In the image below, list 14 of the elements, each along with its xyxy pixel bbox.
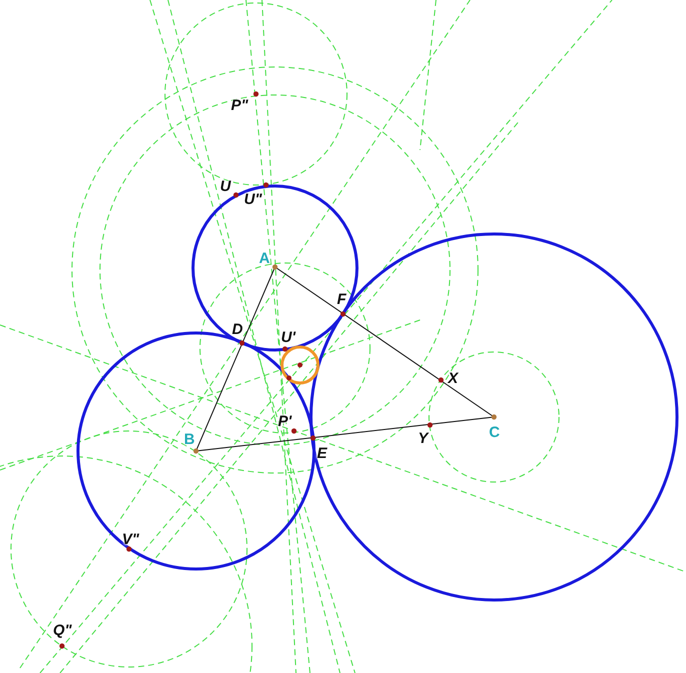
point-label: V" xyxy=(122,532,140,547)
point-label: U xyxy=(220,179,231,194)
point-label: U" xyxy=(244,192,262,207)
point-label: Y xyxy=(418,431,428,446)
point-label: B xyxy=(184,432,195,447)
point-label: F xyxy=(337,292,346,307)
point-label: D xyxy=(232,322,243,337)
point-label: Q" xyxy=(53,623,72,638)
point-label: X xyxy=(448,371,458,386)
point-label: C xyxy=(489,425,500,440)
point-label: E xyxy=(317,446,328,461)
point-label: U' xyxy=(281,330,296,345)
point-label: P" xyxy=(231,98,248,113)
point-label: A xyxy=(259,251,270,266)
